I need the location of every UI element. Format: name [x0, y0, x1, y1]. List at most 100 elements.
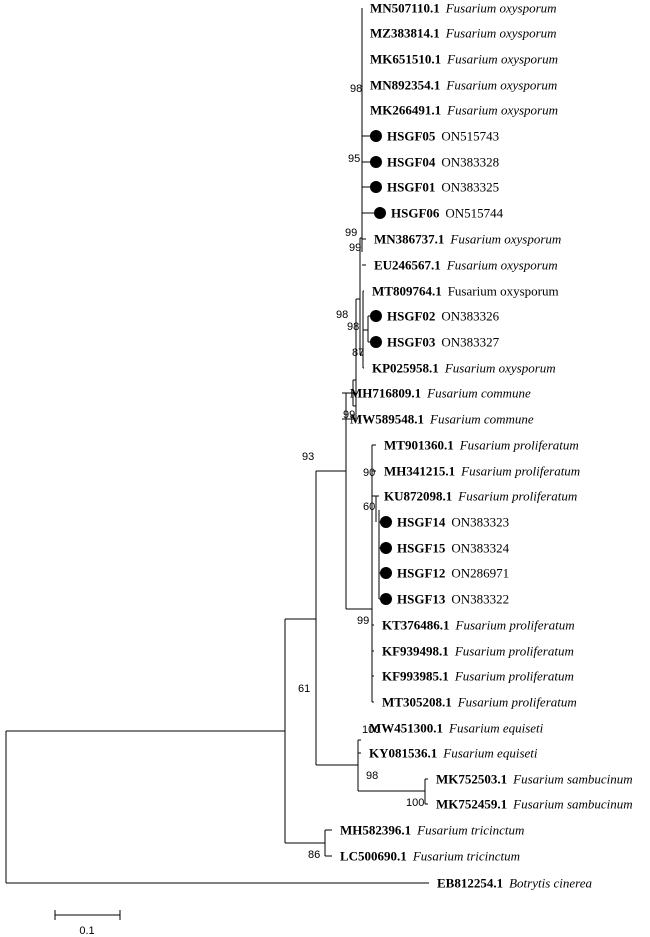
leaf-taxon-name: Fusarium proliferatum [457, 489, 577, 504]
leaf-taxon-name: ON286971 [451, 566, 509, 581]
leaf-accession: HSGF12 [397, 566, 445, 581]
leaf-taxon-name: Fusarium oxysporum [446, 52, 558, 67]
bootstrap-value: 99 [357, 615, 369, 627]
leaf-taxon-name: Fusarium oxysporum [445, 1, 557, 16]
leaf-accession: MK752459.1 [436, 797, 507, 812]
bootstrap-value: 99 [349, 242, 361, 254]
scale-bar-label: 0.1 [79, 925, 94, 937]
bootstrap-value: 98 [347, 321, 359, 333]
leaf-taxon-name: Fusarium proliferatum [454, 669, 574, 684]
leaf-taxon-name: Fusarium commune [429, 412, 534, 427]
leaf-accession: EB812254.1 [437, 876, 503, 891]
isolate-marker-dot [380, 567, 392, 579]
leaf-accession: MH341215.1 [384, 464, 455, 479]
leaf-label: MZ383814.1 Fusarium oxysporum [370, 26, 557, 41]
leaf-label: MT809764.1 Fusarium oxysporum [372, 284, 559, 299]
leaf-accession: LC500690.1 [340, 849, 407, 864]
leaf-taxon-name: Fusarium oxysporum [445, 78, 557, 93]
leaf-label: MN386737.1 Fusarium oxysporum [374, 232, 561, 247]
leaf-label: MH341215.1 Fusarium proliferatum [384, 464, 580, 479]
leaf-accession: KP025958.1 [372, 361, 439, 376]
leaf-accession: KF993985.1 [382, 669, 449, 684]
leaf-accession: MH582396.1 [340, 823, 411, 838]
leaf-label: MN507110.1 Fusarium oxysporum [370, 1, 557, 16]
bootstrap-value: 98 [336, 309, 348, 321]
leaf-taxon-name: Fusarium proliferatum [460, 464, 580, 479]
leaf-taxon-name: Fusarium oxysporum [448, 284, 559, 299]
bootstrap-value: 86 [308, 849, 320, 861]
isolate-marker-dot [370, 156, 382, 168]
isolate-marker-dot [370, 310, 382, 322]
bootstrap-value: 99 [343, 409, 355, 421]
leaf-label: KF993985.1 Fusarium proliferatum [382, 669, 574, 684]
bootstrap-value: 61 [298, 683, 310, 695]
bootstrap-value: 87 [352, 347, 364, 359]
bootstrap-value: 60 [363, 501, 375, 513]
leaf-accession: KU872098.1 [384, 489, 452, 504]
leaf-taxon-name: Fusarium tricinctum [416, 823, 524, 838]
leaf-taxon-name: Fusarium proliferatum [454, 644, 574, 659]
bootstrap-value: 90 [363, 467, 375, 479]
leaf-label: EB812254.1 Botrytis cinerea [437, 876, 593, 891]
leaf-accession: MN386737.1 [374, 232, 444, 247]
bootstrap-value: 95 [348, 153, 360, 165]
scale-bar: 0.1 [54, 910, 121, 937]
leaf-label: MH582396.1 Fusarium tricinctum [340, 823, 524, 838]
leaf-accession: HSGF06 [391, 206, 440, 221]
leaf-taxon-name: ON383327 [441, 335, 499, 350]
leaf-taxon-name: Fusarium oxysporum [446, 258, 558, 273]
isolate-marker-dot [374, 207, 386, 219]
leaf-accession: MN507110.1 [370, 1, 440, 16]
leaf-accession: MW451300.1 [369, 721, 443, 736]
leaf-accession: HSGF14 [397, 515, 446, 530]
leaf-taxon-name: Fusarium oxysporum [445, 26, 557, 41]
leaf-taxon-name: ON383326 [441, 309, 499, 324]
leaf-taxon-name: Fusarium commune [426, 386, 531, 401]
leaf-taxon-name: Botrytis cinerea [509, 876, 592, 891]
leaf-accession: HSGF13 [397, 592, 446, 607]
leaf-taxon-name: Fusarium proliferatum [455, 618, 575, 633]
leaf-label: MW451300.1 Fusarium equiseti [369, 721, 544, 736]
leaf-accession: KY081536.1 [369, 746, 437, 761]
leaf-label: MK752459.1 Fusarium sambucinum [436, 797, 633, 812]
leaf-label: HSGF12 ON286971 [397, 566, 509, 581]
leaf-accession: MH716809.1 [350, 386, 421, 401]
leaf-taxon-name: Fusarium tricinctum [412, 849, 520, 864]
leaf-label: KU872098.1 Fusarium proliferatum [384, 489, 577, 504]
leaf-taxon-name: ON515743 [441, 129, 499, 144]
leaf-taxon-name: Fusarium proliferatum [459, 438, 579, 453]
leaf-taxon-name: Fusarium sambucinum [512, 772, 633, 787]
bootstrap-value: 98 [366, 770, 378, 782]
leaf-accession: HSGF15 [397, 541, 446, 556]
leaf-label: MH716809.1 Fusarium commune [350, 386, 531, 401]
leaf-taxon-name: Fusarium oxysporum [449, 232, 561, 247]
leaf-accession: HSGF04 [387, 155, 436, 170]
leaf-taxon-name: Fusarium equiseti [448, 721, 544, 736]
leaf-accession: MZ383814.1 [370, 26, 440, 41]
isolate-markers [370, 130, 392, 605]
leaf-accession: MT809764.1 [372, 284, 442, 299]
bootstrap-value: 100 [362, 724, 380, 736]
leaf-taxon-name: Fusarium sambucinum [512, 797, 633, 812]
